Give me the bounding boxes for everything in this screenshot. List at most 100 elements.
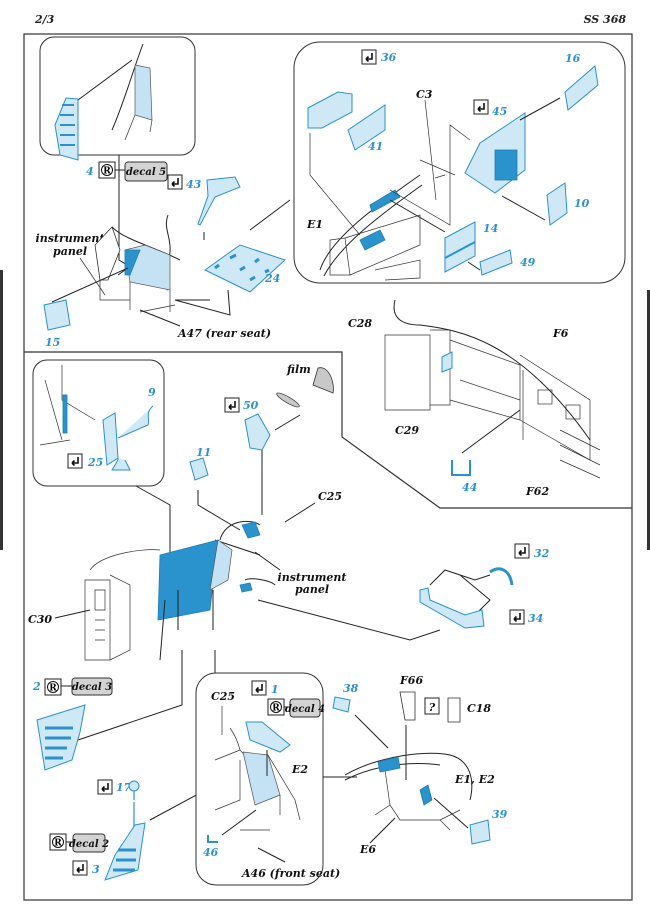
part-36-label: 36 bbox=[381, 51, 397, 64]
front-seat-label: A46 (front seat) bbox=[241, 867, 340, 880]
part-41-label: 41 bbox=[368, 140, 383, 153]
c18-shape bbox=[447, 697, 461, 723]
part-38-shape bbox=[332, 696, 351, 713]
part-45-panel bbox=[494, 149, 518, 181]
part-24-label: 24 bbox=[264, 272, 280, 285]
front-panel-drawing bbox=[214, 706, 301, 831]
film-label: film bbox=[286, 363, 311, 376]
fold-icon-3 bbox=[72, 860, 88, 876]
film-shape bbox=[312, 367, 334, 394]
decal-5-label: decal 5 bbox=[126, 167, 166, 178]
inset-drawing bbox=[54, 43, 153, 161]
f62-label: F62 bbox=[525, 485, 549, 498]
part-11-label: 11 bbox=[196, 446, 211, 459]
decal-3-badge bbox=[71, 677, 113, 696]
fold-icon-50 bbox=[224, 397, 240, 413]
c25-label-front: C25 bbox=[211, 690, 235, 703]
part-50-label: 50 bbox=[243, 399, 259, 412]
part-49-shape bbox=[479, 249, 513, 276]
question-mark: ? bbox=[429, 701, 436, 714]
question-box bbox=[424, 697, 440, 715]
part-1-shape bbox=[245, 721, 291, 753]
part-14-shape bbox=[444, 221, 476, 273]
part-10-shape bbox=[546, 182, 568, 226]
inset-side-panel bbox=[32, 359, 165, 487]
f66-shape bbox=[399, 691, 416, 721]
side-console-front-drawing bbox=[344, 725, 473, 831]
part-36-shape bbox=[307, 91, 353, 129]
side-panel-drawing bbox=[39, 365, 154, 471]
fold-icon-45 bbox=[473, 99, 489, 115]
part-25-label: 25 bbox=[87, 456, 103, 469]
decal-4-badge bbox=[289, 698, 321, 718]
part-9-label: 9 bbox=[148, 386, 156, 399]
part-38-label: 38 bbox=[343, 682, 359, 695]
inset-decal5 bbox=[39, 36, 196, 156]
part-1-label: 1 bbox=[271, 683, 279, 696]
instrument-panel-label-1: instrument bbox=[36, 232, 105, 245]
fold-icon-1 bbox=[251, 680, 267, 696]
part-15-label: 15 bbox=[45, 336, 60, 349]
part-50-shape bbox=[244, 413, 271, 451]
part-16-label: 16 bbox=[565, 52, 581, 65]
part-44-label: 44 bbox=[462, 481, 477, 494]
part-32-shape bbox=[489, 567, 514, 586]
c3-label: C3 bbox=[416, 88, 433, 101]
section-divider bbox=[24, 351, 632, 509]
part-46-shape bbox=[207, 835, 218, 843]
inset-side-console bbox=[293, 41, 626, 284]
part-16-shape bbox=[564, 65, 599, 111]
c28-label: C28 bbox=[348, 317, 372, 330]
part-43-label: 43 bbox=[186, 178, 202, 191]
decal-icon bbox=[98, 161, 116, 179]
decal-3-label: decal 3 bbox=[72, 682, 112, 693]
part-44-shape bbox=[451, 460, 471, 476]
part-14-label: 14 bbox=[483, 222, 498, 235]
part-15-shape bbox=[43, 299, 71, 331]
rear-cockpit-side-drawing bbox=[384, 299, 601, 479]
outer-frame bbox=[23, 33, 633, 901]
sheet-code: SS 368 bbox=[584, 13, 627, 26]
fold-icon-25 bbox=[67, 453, 83, 469]
part-17-shape bbox=[128, 780, 140, 792]
part-46-label: 46 bbox=[203, 846, 219, 859]
part-39-label: 39 bbox=[492, 808, 508, 821]
page-number: 2/3 bbox=[34, 13, 55, 26]
decal-2-badge bbox=[72, 833, 106, 853]
rear-cockpit-drawing bbox=[51, 214, 231, 327]
decal-icon-4 bbox=[267, 698, 285, 716]
f6-label: F6 bbox=[552, 327, 569, 340]
part-41-shape bbox=[347, 104, 386, 151]
decal-4-label: decal 4 bbox=[285, 704, 325, 715]
side-console-drawing bbox=[309, 99, 471, 281]
film-lens bbox=[276, 392, 300, 408]
fold-icon-17 bbox=[97, 779, 113, 795]
instrument-panel-label-front-1: instrument bbox=[278, 571, 347, 584]
part-45-label: 45 bbox=[492, 105, 507, 118]
part-34-label: 34 bbox=[528, 612, 543, 625]
decal-icon-2 bbox=[49, 833, 67, 851]
instrument-panel-label-2: panel bbox=[53, 245, 87, 258]
part-32-label: 32 bbox=[534, 547, 550, 560]
e2-label: E2 bbox=[291, 763, 308, 776]
part-3-label: 3 bbox=[92, 863, 100, 876]
f66-label: F66 bbox=[399, 674, 423, 687]
decal-5-badge bbox=[124, 161, 168, 182]
fold-icon-43 bbox=[167, 174, 183, 190]
part-17-label: 17 bbox=[116, 781, 132, 794]
fold-icon-36 bbox=[361, 49, 377, 65]
e6-label: E6 bbox=[359, 843, 376, 856]
part-34-shape bbox=[419, 587, 485, 629]
part-49-label: 49 bbox=[520, 256, 536, 269]
front-cockpit-drawing bbox=[84, 520, 441, 661]
part-11-shape bbox=[189, 457, 209, 481]
c18-label: C18 bbox=[467, 702, 491, 715]
decal-2-label: decal 2 bbox=[69, 839, 109, 850]
rear-seat-label: A47 (rear seat) bbox=[177, 327, 271, 340]
fold-icon-32 bbox=[514, 543, 530, 559]
part-4-label: 4 bbox=[86, 165, 94, 178]
e1-e2-label: E1, E2 bbox=[454, 773, 495, 786]
c29-label: C29 bbox=[395, 424, 419, 437]
instrument-panel-label-front-2: panel bbox=[295, 583, 329, 596]
